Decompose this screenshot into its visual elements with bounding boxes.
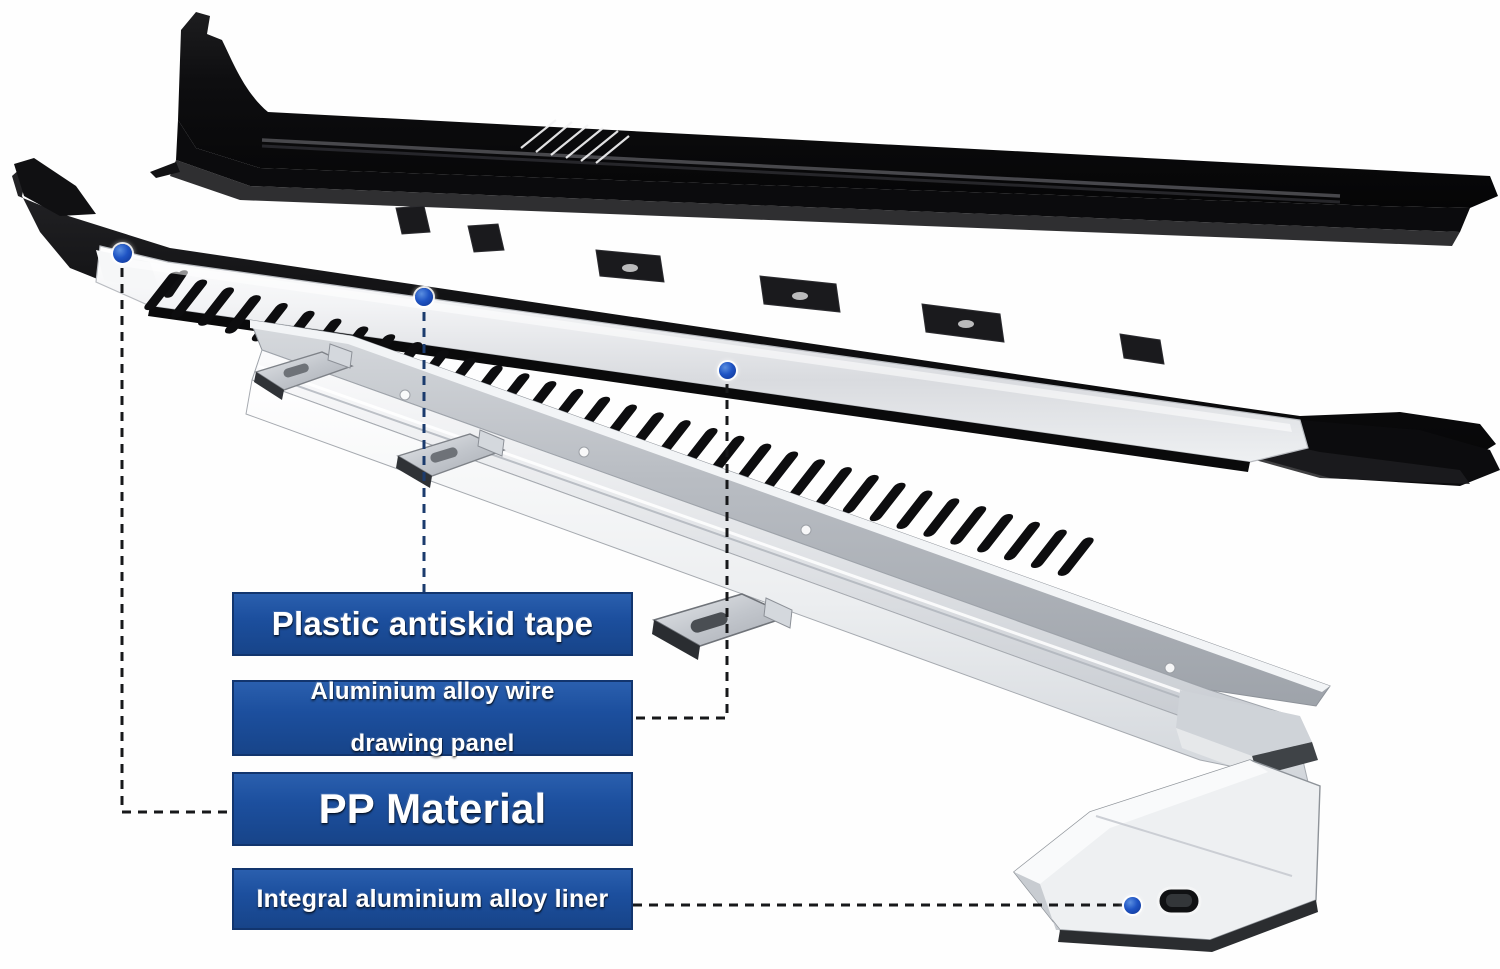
callout-panel-label: Aluminium alloy wire drawing panel <box>244 679 621 757</box>
marker-dot-panel[interactable] <box>719 362 736 379</box>
marker-dot-pp[interactable] <box>113 244 132 263</box>
callout-pp-material[interactable]: PP Material <box>232 772 633 846</box>
leader-pp <box>120 268 232 814</box>
callout-aluminium-wire-drawing-panel[interactable]: Aluminium alloy wire drawing panel <box>232 679 633 757</box>
marker-dot-liner[interactable] <box>1124 897 1141 914</box>
callout-antiskid-label: Plastic antiskid tape <box>271 605 594 643</box>
marker-dot-antiskid[interactable] <box>415 288 433 306</box>
slot-hole-icon <box>1156 886 1202 916</box>
callout-pp-label: PP Material <box>318 785 547 833</box>
callout-plastic-antiskid-tape[interactable]: Plastic antiskid tape <box>232 592 633 656</box>
callout-panel-line2: drawing panel <box>350 729 515 757</box>
aluminium-liner-part <box>245 319 1331 952</box>
callout-panel-line1: Aluminium alloy wire <box>310 678 555 706</box>
callout-liner-label: Integral aluminium alloy liner <box>256 884 609 913</box>
leader-lines <box>120 268 1132 907</box>
mounting-bracket-part <box>254 343 793 660</box>
callout-integral-aluminium-alloy-liner[interactable]: Integral aluminium alloy liner <box>232 868 633 930</box>
side-skirt-part <box>150 12 1498 246</box>
